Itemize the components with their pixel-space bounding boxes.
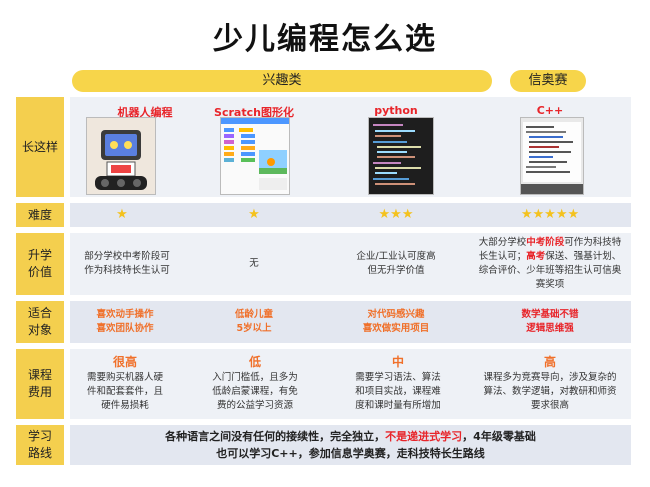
cost-scratch-line-1: 入门门槛低，且多为 — [212, 372, 298, 383]
cost-level-python: 中 — [391, 355, 404, 369]
category-interest: 兴趣类 — [72, 70, 492, 92]
path-p1b: 不是递进式学习 — [385, 430, 463, 443]
value-scratch-line-1: 无 — [249, 258, 259, 269]
value-cpp-line-3: 综合评价、少年班等招生认可信奥 — [478, 265, 622, 276]
cost-python-line-1: 需要学习语法、算法 — [355, 372, 441, 383]
row-label-path-text: 学习 路线 — [27, 429, 52, 460]
robot-image — [86, 117, 156, 195]
value-robot-line-2: 作为科技特长生认可 — [84, 265, 170, 276]
audience-robot: 喜欢动手操作 喜欢团队协作 — [70, 301, 180, 343]
value-cpp-l2b: 高考 — [526, 251, 546, 262]
value-cpp-l1b: 中考阶段 — [526, 237, 565, 248]
cost-cpp-line-3: 要求很高 — [530, 400, 569, 411]
path-p1a: 各种语言之间没有任何的接续性，完全独立， — [165, 430, 386, 443]
category-olympiad: 信奥赛 — [510, 70, 586, 92]
column-header-scratch: Scratch图形化 — [214, 106, 294, 119]
path-line-2: 也可以学习C++，参加信息学奥赛，走科技特长生路线 — [216, 447, 485, 460]
cost-python-line-3: 度和课时量有所增加 — [355, 400, 441, 411]
audience-scratch-line-1: 低龄儿童 — [234, 309, 273, 320]
difficulty-stars-python: ★★★ — [378, 207, 414, 222]
row-value — [70, 233, 631, 295]
value-cpp: 大部分学校中考阶段可作为科技特 长生认可；高考保送、强基计划、 综合评价、少年班… — [470, 233, 630, 295]
row-label-path: 学习 路线 — [16, 425, 64, 465]
row-label-difficulty: 难度 — [16, 203, 64, 227]
audience-scratch-line-2: 5岁以上 — [236, 323, 272, 334]
audience-robot-line-2: 喜欢团队协作 — [96, 323, 154, 334]
audience-cpp-line-1: 数学基础不错 — [521, 309, 579, 320]
difficulty-stars-cpp: ★★★★★ — [520, 207, 580, 222]
row-audience — [70, 301, 631, 343]
row-label-value: 升学 价值 — [16, 233, 64, 295]
cost-robot-line-3: 硬件易损耗 — [101, 400, 149, 411]
cost-scratch: 低 入门门槛低，且多为 低龄启蒙课程，有免 费的公益学习资源 — [200, 349, 310, 419]
audience-cpp: 数学基础不错 逻辑思维强 — [490, 301, 610, 343]
page-title: 少儿编程怎么选 — [213, 22, 437, 57]
cost-robot-line-2: 件和配套套件，且 — [86, 386, 163, 397]
audience-python-line-1: 对代码感兴趣 — [367, 309, 425, 320]
row-label-value-text: 升学 价值 — [27, 248, 52, 279]
value-cpp-l2c: 保送、强基计划、 — [545, 251, 622, 262]
path-p1c: ，4年级零基础 — [462, 430, 536, 443]
row-label-cost: 课程 费用 — [16, 349, 64, 419]
row-label-audience-text: 适合 对象 — [27, 306, 52, 337]
audience-scratch: 低龄儿童 5岁以上 — [204, 301, 304, 343]
cost-scratch-line-2: 低龄启蒙课程，有免 — [212, 386, 298, 397]
column-header-robot: 机器人编程 — [117, 106, 173, 119]
column-header-cpp: C++ — [536, 104, 564, 117]
value-cpp-l1c: 可作为科技特 — [564, 237, 622, 248]
value-cpp-line-4: 赛奖项 — [535, 279, 565, 290]
path-line-1: 各种语言之间没有任何的接续性，完全独立，不是递进式学习，4年级零基础 — [165, 428, 536, 445]
audience-cpp-line-2: 逻辑思维强 — [526, 323, 574, 334]
cost-cpp-line-2: 算法、数学逻辑，对教研和师资 — [483, 386, 617, 397]
cost-level-scratch: 低 — [248, 355, 261, 369]
value-robot: 部分学校中考阶段可 作为科技特长生认可 — [72, 233, 182, 295]
python-screenshot — [368, 117, 434, 195]
column-header-python: python — [374, 104, 418, 117]
audience-python-line-2: 喜欢做实用项目 — [362, 323, 430, 334]
value-scratch: 无 — [204, 233, 304, 295]
difficulty-stars-scratch: ★ — [248, 207, 260, 222]
row-cost — [70, 349, 631, 419]
cost-python-line-2: 和项目实战，课程难 — [355, 386, 441, 397]
value-cpp-line-2: 长生认可；高考保送、强基计划、 — [479, 250, 622, 264]
cost-scratch-line-3: 费的公益学习资源 — [216, 400, 293, 411]
row-label-appearance: 长这样 — [16, 97, 64, 197]
cost-level-cpp: 高 — [543, 355, 556, 369]
row-label-cost-text: 课程 费用 — [27, 368, 52, 399]
value-python-line-1: 企业/工业认可度高 — [356, 251, 436, 262]
cost-python: 中 需要学习语法、算法 和项目实战，课程难 度和课时量有所增加 — [340, 349, 456, 419]
row-difficulty — [70, 203, 631, 227]
audience-robot-line-1: 喜欢动手操作 — [96, 309, 154, 320]
value-cpp-l1a: 大部分学校 — [478, 237, 527, 248]
row-label-audience: 适合 对象 — [16, 301, 64, 343]
value-python: 企业/工业认可度高 但无升学价值 — [340, 233, 452, 295]
difficulty-stars-robot: ★ — [116, 207, 128, 222]
cpp-screenshot — [520, 117, 584, 195]
value-cpp-l2a: 长生认可； — [478, 251, 527, 262]
learning-path-text: 各种语言之间没有任何的接续性，完全独立，不是递进式学习，4年级零基础 也可以学习… — [70, 425, 631, 465]
audience-python: 对代码感兴趣 喜欢做实用项目 — [340, 301, 452, 343]
value-python-line-2: 但无升学价值 — [367, 265, 425, 276]
cost-cpp: 高 课程多为竞赛导向，涉及复杂的 算法、数学逻辑，对教研和师资 要求很高 — [470, 349, 630, 419]
cost-level-robot: 很高 — [112, 355, 137, 369]
scratch-screenshot — [220, 117, 290, 195]
cost-robot-line-1: 需要购买机器人硬 — [86, 372, 163, 383]
cost-robot: 很高 需要购买机器人硬 件和配套套件，且 硬件易损耗 — [70, 349, 180, 419]
value-robot-line-1: 部分学校中考阶段可 — [84, 251, 170, 262]
value-cpp-line-1: 大部分学校中考阶段可作为科技特 — [479, 236, 622, 250]
cost-cpp-line-1: 课程多为竞赛导向，涉及复杂的 — [483, 372, 617, 383]
